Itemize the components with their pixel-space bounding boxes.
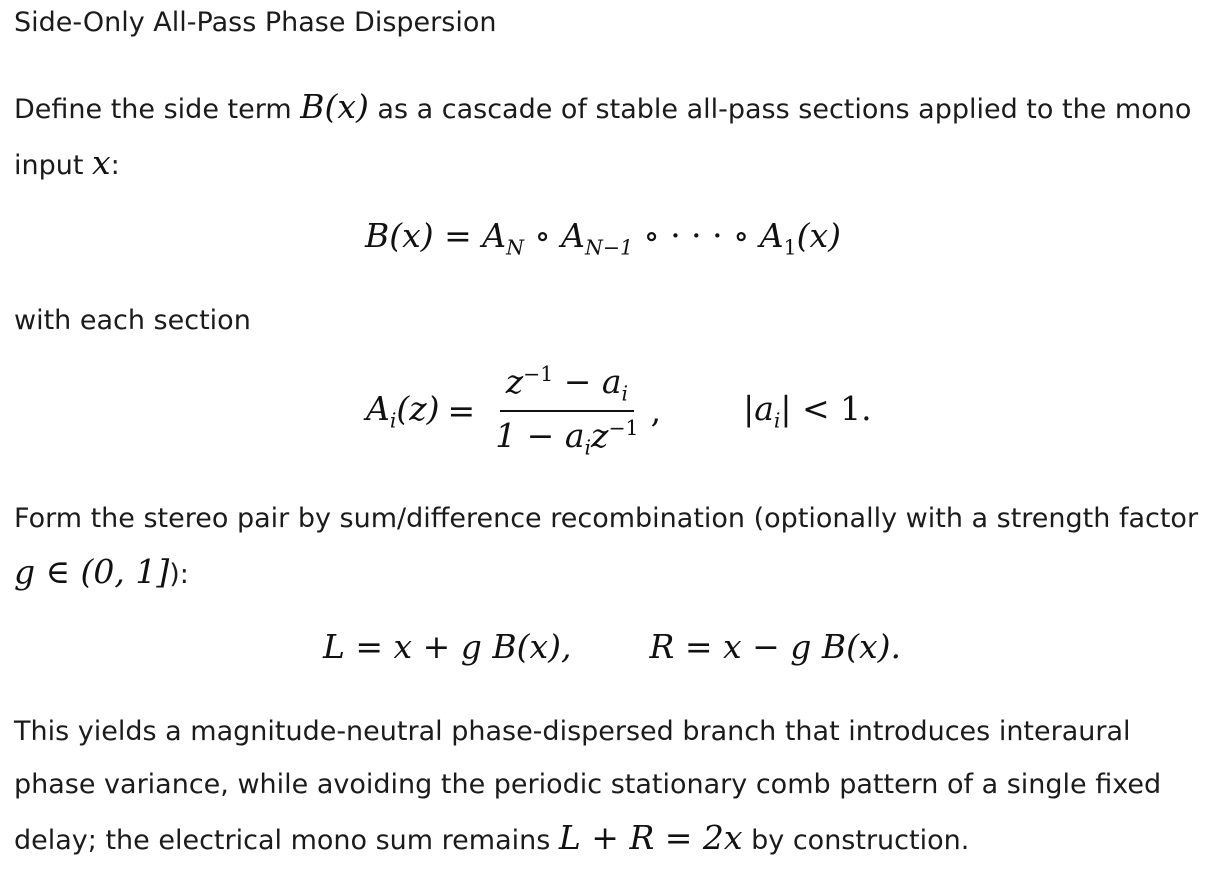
math-condition: |ai| < 1. <box>743 388 872 433</box>
equation-stereo: L = x + g B(x), R = x − g B(x). <box>0 627 1219 666</box>
math-arg: (x) <box>796 216 842 255</box>
math-right-channel: R = x − g B(x). <box>649 627 901 666</box>
math-term: A <box>759 216 784 255</box>
math-term: A <box>482 216 507 255</box>
math-lhs: B(x) <box>365 216 434 255</box>
fraction-denominator: 1 − aiz−1 <box>495 415 639 460</box>
text-span: : <box>110 150 120 181</box>
math-op: ∘ <box>524 216 562 255</box>
math-op: ∘ · · · ∘ <box>633 216 760 255</box>
math-inline: L + R = 2x <box>558 818 743 857</box>
paragraph-stereo: Form the stereo pair by sum/difference r… <box>14 492 1209 601</box>
math-comma: , <box>650 391 662 431</box>
text-span: ): <box>169 559 189 590</box>
page-title: Side-Only All-Pass Phase Dispersion <box>14 7 497 38</box>
math-lhs: Ai(z) <box>366 388 440 433</box>
math-eq: = <box>447 391 476 431</box>
text-span: Form the stereo pair by sum/difference r… <box>14 503 1199 534</box>
text-span: by construction. <box>742 825 970 856</box>
math-fraction: z−1 − ai 1 − aiz−1 <box>489 362 644 459</box>
paragraph-section: with each section <box>14 305 251 336</box>
math-left-channel: L = x + g B(x), <box>323 627 572 666</box>
text-span: This yields a magnitude-neutral phase-di… <box>14 716 1162 856</box>
math-sub: 1 <box>783 235 797 260</box>
math-inline: g ∈ (0, 1] <box>14 552 170 591</box>
math-inline: B(x) <box>300 87 369 126</box>
math-inline: x <box>92 143 111 182</box>
math-sub: N−1 <box>585 235 634 260</box>
text-span: as a cascade of stable all-pass sections… <box>14 94 1192 181</box>
equation-allpass: Ai(z) = z−1 − ai 1 − aiz−1 , |ai| < 1. <box>0 362 1219 459</box>
paragraph-define: Define the side term B(x) as a cascade o… <box>14 80 1209 192</box>
math-sub: N <box>506 235 524 260</box>
fraction-numerator: z−1 − ai <box>499 362 635 412</box>
text-span: Define the side term <box>14 94 301 125</box>
equation-cascade: B(x) = AN ∘ AN−1 ∘ · · · ∘ A1(x) <box>0 216 1219 260</box>
paragraph-conclusion: This yields a magnitude-neutral phase-di… <box>14 705 1209 867</box>
math-term: A <box>561 216 586 255</box>
math-eq: = <box>433 216 483 255</box>
